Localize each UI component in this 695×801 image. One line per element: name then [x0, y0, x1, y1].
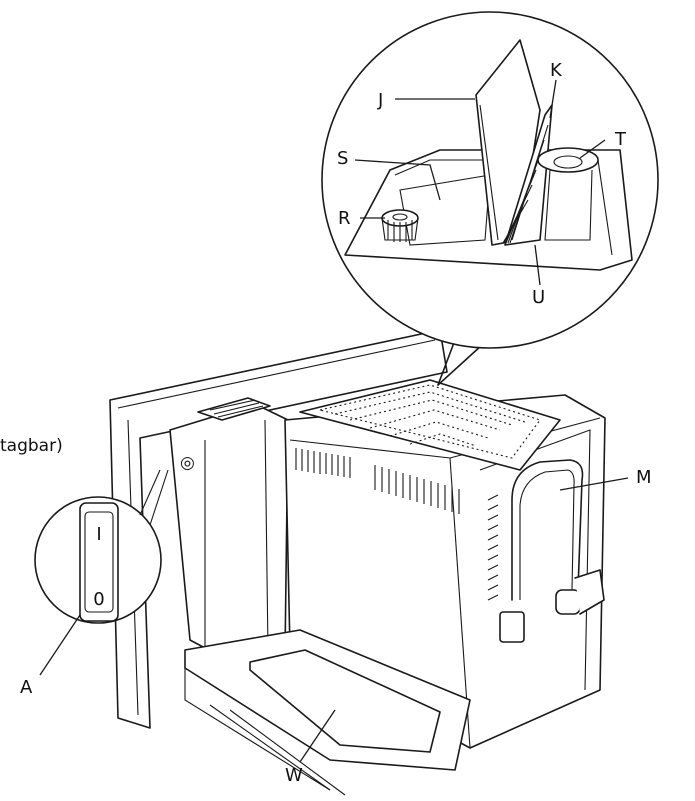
switch-off-mark: 0 [93, 589, 104, 610]
detail-magnifier [321, 11, 659, 386]
label-W: W [285, 765, 303, 786]
label-S: S [337, 148, 348, 169]
label-T: T [614, 129, 627, 150]
text-fragment: tagbar) [0, 436, 63, 456]
valve-left [499, 611, 525, 643]
power-switch [79, 502, 119, 622]
tank-icon: ◎ [180, 453, 195, 473]
leader-lines [39, 79, 629, 763]
valve-right [555, 589, 581, 615]
label-K: K [550, 60, 563, 81]
body-vents [295, 448, 499, 601]
label-J: J [377, 90, 383, 111]
power-switch-inset: I 0 [34, 469, 169, 624]
drip-grate [299, 379, 561, 471]
hose-assembly [499, 459, 605, 643]
switch-on-mark: I [96, 524, 101, 545]
water-tank: ◎ [169, 397, 289, 656]
waste-tray [184, 629, 471, 796]
label-U: U [532, 287, 545, 308]
label-A: A [20, 677, 33, 698]
label-R: R [338, 208, 351, 229]
label-M: M [636, 467, 652, 488]
